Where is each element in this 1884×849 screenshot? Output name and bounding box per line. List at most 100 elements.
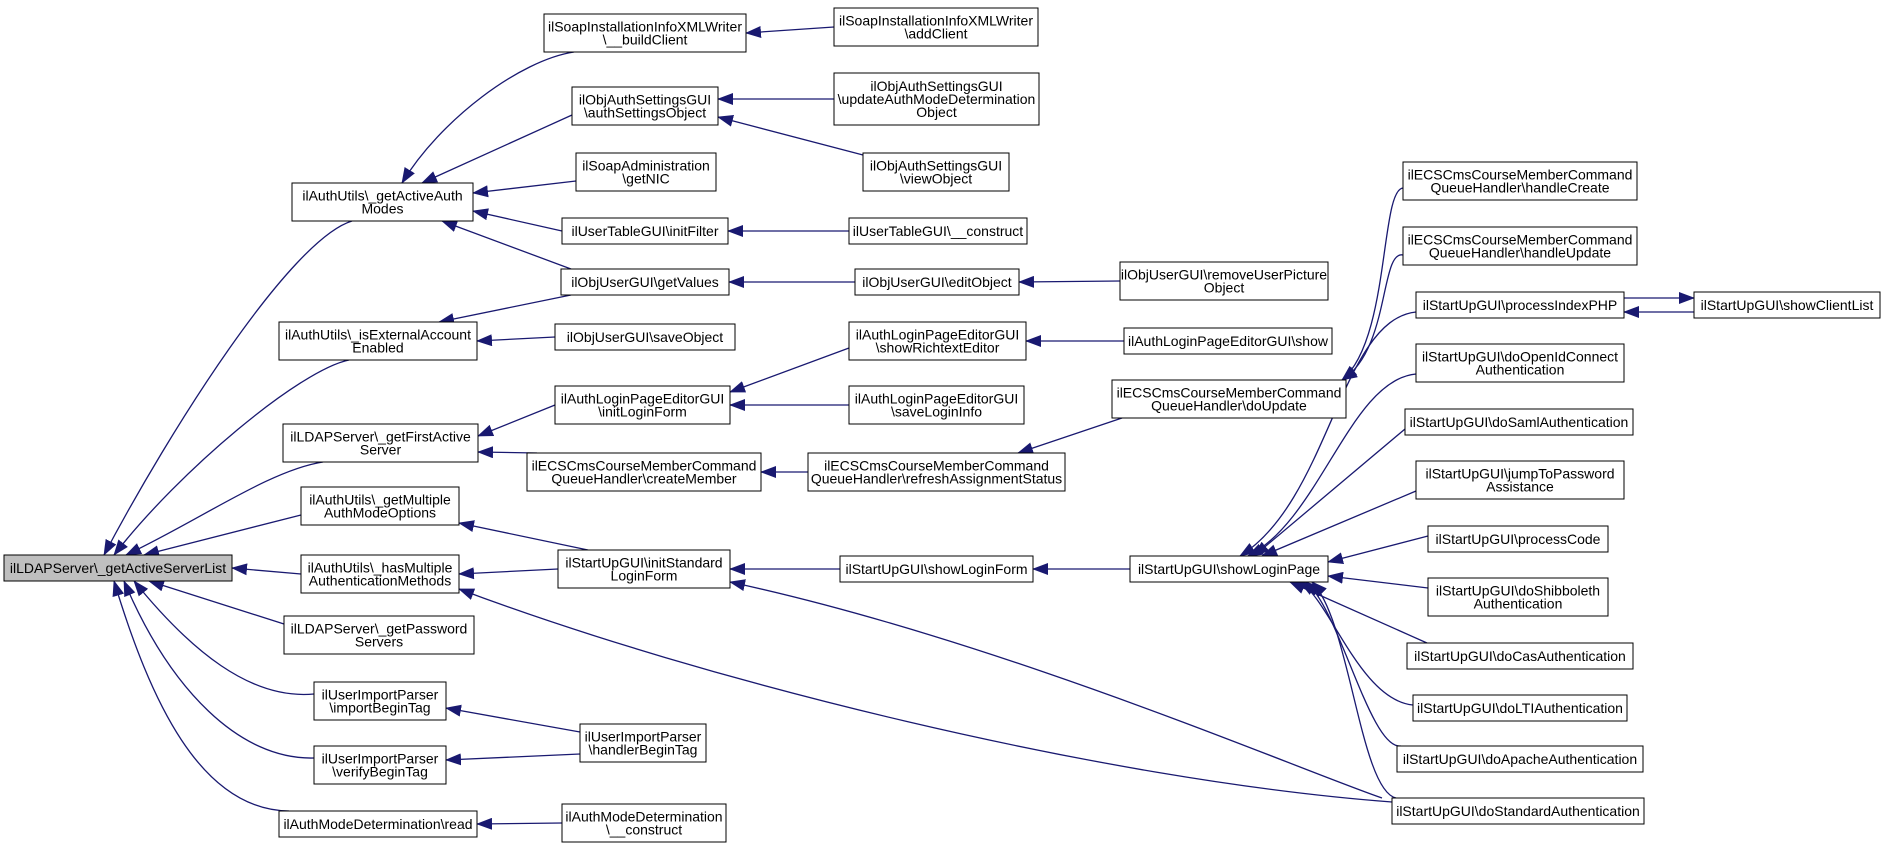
edge-has-multiple-auth-methods-to-root	[231, 563, 302, 576]
node-label-line: AuthenticationMethods	[309, 573, 451, 589]
node-update-auth-mode-determination[interactable]: ilObjAuthSettingsGUI\updateAuthModeDeter…	[833, 72, 1040, 126]
node-user-table-construct[interactable]: ilUserTableGUI\__construct	[848, 217, 1028, 245]
node-label-line: AuthModeOptions	[324, 505, 436, 521]
node-box	[300, 486, 460, 526]
node-obj-user-save-object[interactable]: ilObjUserGUI\saveObject	[554, 323, 736, 351]
node-label-line: ilStartUpGUI\showLoginForm	[845, 561, 1027, 577]
node-user-table-init-filter[interactable]: ilUserTableGUI\initFilter	[561, 217, 729, 245]
node-label-line: ilAuthUtils\_getActiveAuth	[302, 188, 462, 204]
node-show-client-list[interactable]: ilStartUpGUI\showClientList	[1693, 291, 1881, 319]
node-label-line: ilStartUpGUI\doOpenIdConnect	[1422, 349, 1618, 365]
node-label-line: ilStartUpGUI\processIndexPHP	[1423, 297, 1618, 313]
edge-login-page-init-login-form-to-get-first-active-server	[477, 404, 556, 437]
node-auth-mode-construct[interactable]: ilAuthModeDetermination\__construct	[561, 803, 727, 843]
node-auth-settings-object[interactable]: ilObjAuthSettingsGUI\authSettingsObject	[571, 86, 719, 126]
node-obj-user-edit-object[interactable]: ilObjUserGUI\editObject	[854, 268, 1020, 296]
node-label-line: ilStartUpGUI\doStandardAuthentication	[1396, 803, 1640, 819]
node-box	[1111, 379, 1347, 419]
node-import-begin-tag[interactable]: ilUserImportParser\importBeginTag	[313, 681, 447, 721]
node-box	[575, 152, 717, 192]
edge-do-saml-to-show-login-page	[1253, 428, 1406, 557]
node-ecs-create-member[interactable]: ilECSCmsCourseMemberCommandQueueHandler\…	[526, 452, 762, 492]
node-label-line: \saveLoginInfo	[891, 404, 982, 420]
edge-do-apache-to-show-login-page	[1305, 581, 1402, 747]
node-do-apache[interactable]: ilStartUpGUI\doApacheAuthentication	[1396, 745, 1644, 773]
edge-do-standard-to-has-multiple-auth-methods	[458, 588, 1393, 803]
edge-obj-user-get-values-to-get-active-auth-modes	[441, 220, 572, 270]
node-verify-begin-tag[interactable]: ilUserImportParser\verifyBeginTag	[313, 745, 447, 785]
edge-do-open-id-connect-to-show-login-page	[1247, 373, 1417, 557]
edge-verify-begin-tag-to-root	[123, 580, 315, 759]
node-process-index-php[interactable]: ilStartUpGUI\processIndexPHP	[1415, 291, 1625, 319]
node-box	[1402, 226, 1638, 266]
node-save-login-info[interactable]: ilAuthLoginPageEditorGUI\saveLoginInfo	[848, 385, 1025, 425]
node-login-page-show[interactable]: ilAuthLoginPageEditorGUI\show	[1123, 327, 1333, 355]
node-do-saml[interactable]: ilStartUpGUI\doSamlAuthentication	[1404, 408, 1634, 436]
node-box	[313, 681, 447, 721]
node-label-line: ilLDAPServer\_getPassword	[291, 621, 468, 637]
node-label-line: ilStartUpGUI\showLoginPage	[1138, 561, 1320, 577]
node-label-line: ilAuthLoginPageEditorGUI	[561, 391, 724, 407]
node-label-line: Object	[1204, 280, 1245, 296]
node-box	[1391, 797, 1645, 825]
edge-show-richtext-editor-to-login-page-init-login-form	[729, 347, 850, 393]
node-ecs-refresh-assignment-status[interactable]: ilECSCmsCourseMemberCommandQueueHandler\…	[807, 452, 1066, 492]
node-show-login-form[interactable]: ilStartUpGUI\showLoginForm	[839, 555, 1034, 583]
node-label-line: \__buildClient	[603, 32, 688, 48]
node-login-page-init-login-form[interactable]: ilAuthLoginPageEditorGUI\initLoginForm	[554, 385, 731, 425]
node-show-richtext-editor[interactable]: ilAuthLoginPageEditorGUI\showRichtextEdi…	[848, 321, 1027, 361]
edge-soap-add-client-to-soap-build-client	[745, 25, 835, 38]
edge-user-import-handler-begin-tag-to-import-begin-tag	[445, 704, 581, 733]
edge-obj-user-get-values-to-is-external-account-enabled	[438, 294, 572, 325]
node-root[interactable]: ilLDAPServer\_getActiveServerList	[3, 554, 233, 582]
node-ecs-do-update[interactable]: ilECSCmsCourseMemberCommandQueueHandler\…	[1111, 379, 1347, 419]
node-label-line: \importBeginTag	[329, 700, 430, 716]
node-box	[854, 268, 1020, 296]
node-has-multiple-auth-methods[interactable]: ilAuthUtils\_hasMultipleAuthenticationMe…	[300, 554, 460, 594]
node-obj-user-get-values[interactable]: ilObjUserGUI\getValues	[560, 268, 730, 296]
node-process-code[interactable]: ilStartUpGUI\processCode	[1427, 525, 1609, 553]
node-label-line: \handlerBeginTag	[589, 742, 698, 758]
node-label-line: ilECSCmsCourseMemberCommand	[824, 458, 1049, 474]
node-label-line: ilUserTableGUI\initFilter	[571, 223, 718, 239]
node-auth-mode-read[interactable]: ilAuthModeDetermination\read	[278, 810, 478, 838]
node-label-line: ilAuthLoginPageEditorGUI	[856, 327, 1019, 343]
node-box	[848, 385, 1025, 425]
node-auth-settings-view-object[interactable]: ilObjAuthSettingsGUI\viewObject	[862, 152, 1010, 192]
edge-start-up-init-standard-login-form-to-get-multiple-auth-mode-options	[458, 520, 589, 551]
node-box	[833, 7, 1039, 47]
node-soap-get-nic[interactable]: ilSoapAdministration\getNIC	[575, 152, 717, 192]
node-label-line: Authentication	[1476, 362, 1565, 378]
node-do-open-id-connect[interactable]: ilStartUpGUI\doOpenIdConnectAuthenticati…	[1415, 343, 1625, 383]
node-ecs-handle-create[interactable]: ilECSCmsCourseMemberCommandQueueHandler\…	[1402, 161, 1638, 201]
node-user-import-handler-begin-tag[interactable]: ilUserImportParser\handlerBeginTag	[579, 723, 707, 763]
node-label-line: \__construct	[606, 822, 682, 838]
node-do-lti[interactable]: ilStartUpGUI\doLTIAuthentication	[1412, 694, 1628, 722]
edge-user-table-init-filter-to-get-active-auth-modes	[472, 208, 563, 232]
node-label-line: ilSoapInstallationInfoXMLWriter	[548, 19, 742, 35]
node-soap-build-client[interactable]: ilSoapInstallationInfoXMLWriter\__buildC…	[543, 13, 747, 53]
node-do-cas[interactable]: ilStartUpGUI\doCasAuthentication	[1406, 642, 1634, 670]
node-do-standard[interactable]: ilStartUpGUI\doStandardAuthentication	[1391, 797, 1645, 825]
node-label-line: ilStartUpGUI\jumpToPassword	[1425, 466, 1614, 482]
node-box	[1412, 694, 1628, 722]
node-box	[848, 321, 1027, 361]
node-ecs-handle-update[interactable]: ilECSCmsCourseMemberCommandQueueHandler\…	[1402, 226, 1638, 266]
edge-auth-settings-view-object-to-auth-settings-object	[717, 114, 864, 156]
node-soap-add-client[interactable]: ilSoapInstallationInfoXMLWriter\addClien…	[833, 7, 1039, 47]
edge-import-begin-tag-to-root	[133, 580, 315, 696]
node-label-line: ilUserImportParser	[322, 687, 439, 703]
node-show-login-page[interactable]: ilStartUpGUI\showLoginPage	[1129, 555, 1329, 583]
node-box	[560, 268, 730, 296]
edge-auth-mode-read-to-root	[112, 580, 290, 812]
edge-soap-build-client-to-get-active-auth-modes	[401, 51, 575, 184]
